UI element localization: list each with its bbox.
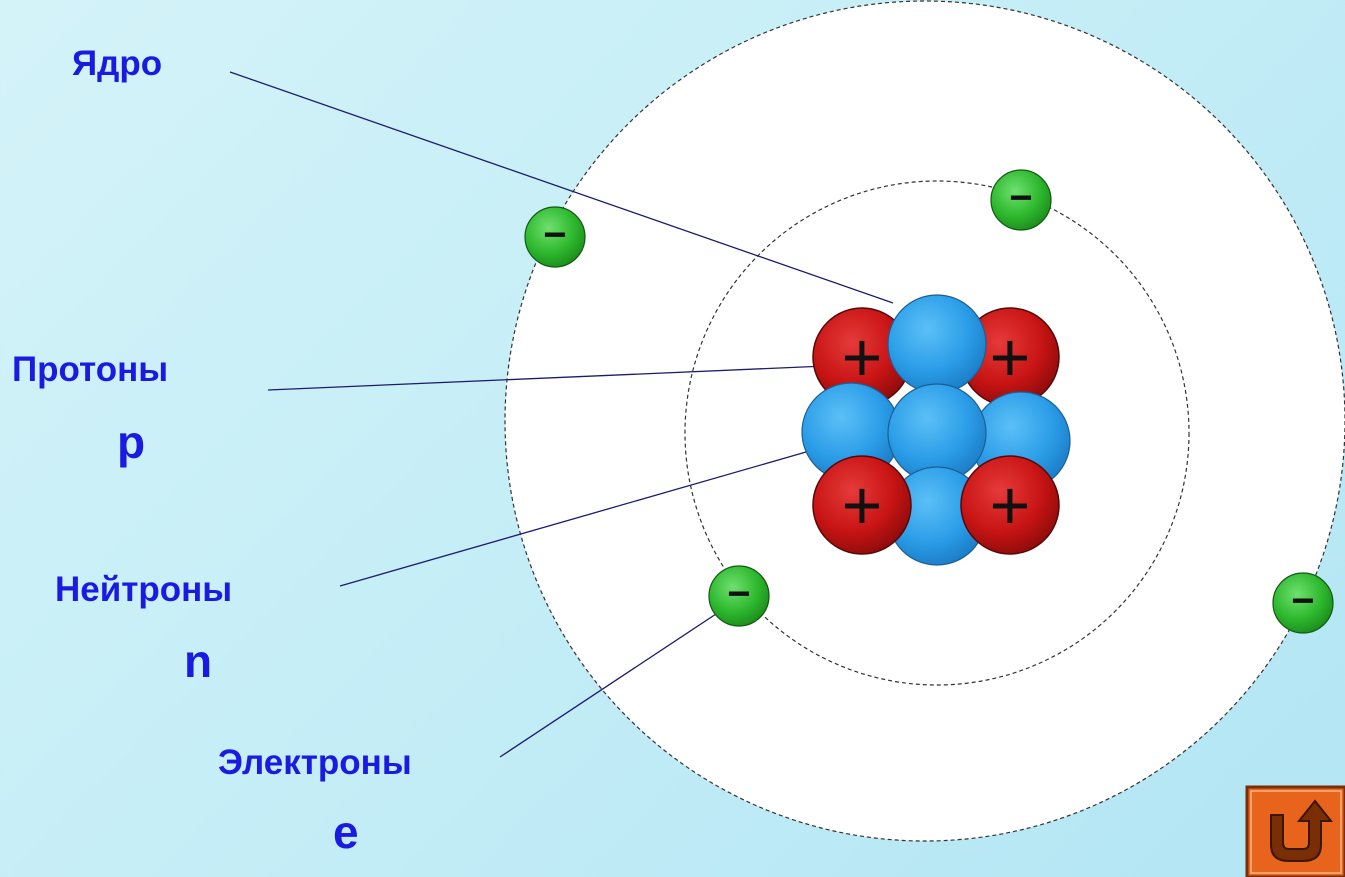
electron-sign: − xyxy=(1291,579,1314,623)
electron xyxy=(708,565,770,627)
electron xyxy=(524,206,586,268)
protons-label: Протоны xyxy=(12,350,169,389)
leader-line-electrons xyxy=(499,613,717,758)
proton xyxy=(960,455,1060,555)
electrons: − − − − xyxy=(524,169,1334,634)
nucleus: + + + + xyxy=(801,294,1071,566)
electron-sign: − xyxy=(727,572,750,616)
inner-orbit xyxy=(684,180,1190,686)
proton-sign: + xyxy=(842,466,883,544)
protons-symbol: p xyxy=(117,416,146,468)
electron xyxy=(990,169,1052,231)
electrons-symbol: e xyxy=(333,806,359,858)
neutron xyxy=(887,294,987,394)
leader-line-protons xyxy=(267,365,827,391)
proton-sign: + xyxy=(990,466,1031,544)
proton xyxy=(812,455,912,555)
neutrons-symbol: n xyxy=(184,635,213,687)
nucleus-label: Ядро xyxy=(72,44,163,83)
back-button[interactable] xyxy=(1245,785,1345,877)
neutrons-label: Нейтроны xyxy=(55,570,233,609)
electron xyxy=(1272,572,1334,634)
proton-sign: + xyxy=(990,318,1031,396)
electrons-label: Электроны xyxy=(218,743,412,782)
proton-sign: + xyxy=(842,318,883,396)
leader-line-neutrons xyxy=(339,451,807,587)
electron-sign: − xyxy=(543,213,566,257)
return-arrow-icon xyxy=(1245,785,1345,877)
leader-line-nucleus xyxy=(229,71,894,304)
electron-sign: − xyxy=(1009,176,1032,220)
